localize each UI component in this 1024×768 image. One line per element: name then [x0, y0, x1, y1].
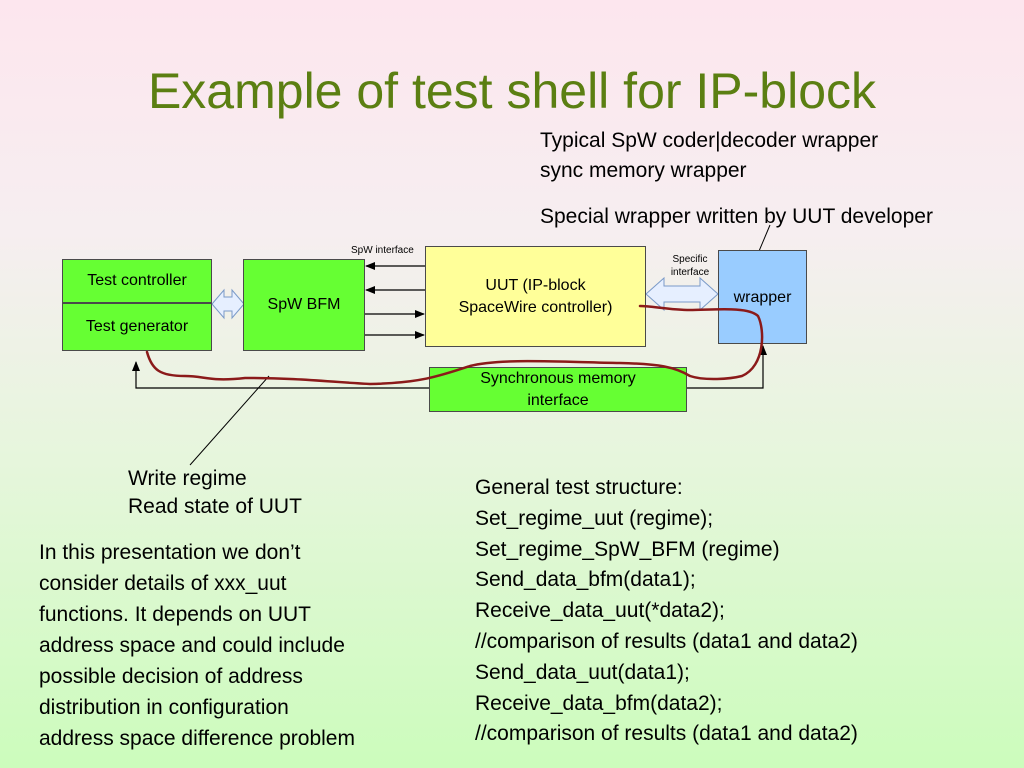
specific-interface-line1: Specific	[672, 254, 708, 265]
spw-bfm-label: SpW BFM	[267, 296, 341, 313]
left-paragraph-line: address space difference problem	[39, 727, 355, 750]
arrow-mem-to-generator	[132, 361, 430, 389]
typical-wrapper-note: Typical SpW coder|decoder wrapper	[540, 129, 879, 152]
left-paragraph-line: address space and could include	[39, 634, 345, 657]
slide-title: Example of test shell for IP-block	[147, 63, 877, 119]
uut-label-line2: SpaceWire controller)	[458, 298, 613, 316]
sync-memory-wrapper-note: sync memory wrapper	[540, 159, 747, 182]
left-paragraph-line: distribution in configuration	[39, 696, 289, 719]
specific-interface-line2: interface	[670, 267, 710, 278]
test-structure-line: //comparison of results (data1 and data2…	[475, 722, 858, 746]
callout-line-write-regime	[189, 375, 270, 466]
spw-bfm-box: SpW BFM	[243, 259, 365, 351]
left-paragraph: In this presentation we don’t consider d…	[39, 537, 355, 754]
left-paragraph-line: functions. It depends on UUT	[39, 603, 311, 626]
test-structure-line: Receive_data_bfm(data2);	[475, 691, 723, 715]
test-structure-line: Send_data_bfm(data1);	[475, 568, 696, 592]
spw-interface-label: SpW interface	[351, 245, 414, 256]
double-arrow-uut-wrapper	[645, 276, 719, 312]
left-paragraph-line: consider details of xxx_uut	[39, 572, 287, 595]
test-structure-line: Set_regime_uut (regime);	[475, 506, 714, 530]
test-structure-block: General test structure: Set_regime_uut (…	[475, 473, 858, 750]
left-paragraph-line: possible decision of address	[39, 665, 303, 688]
test-structure-line: Send_data_uut(data1);	[475, 660, 690, 684]
test-generator-box: Test generator	[62, 303, 212, 351]
read-state-text: Read state of UUT	[128, 495, 302, 518]
test-structure-line: Receive_data_uut(*data2);	[475, 599, 725, 623]
sync-memory-box: Synchronous memory interface	[429, 367, 687, 412]
test-controller-box: Test controller	[62, 259, 212, 303]
uut-label-line1: UUT (IP-block	[485, 276, 586, 294]
write-read-note: Write regime Read state of UUT	[128, 465, 302, 521]
test-structure-line: //comparison of results (data1 and data2…	[475, 629, 858, 653]
wrapper-box: wrapper	[718, 250, 807, 344]
left-paragraph-line: In this presentation we don’t	[39, 541, 301, 564]
special-wrapper-note: Special wrapper written by UUT developer	[540, 205, 933, 228]
test-generator-label: Test generator	[85, 318, 189, 335]
write-regime-text: Write regime	[128, 467, 247, 490]
test-controller-label: Test controller	[87, 272, 187, 289]
test-structure-line: Set_regime_SpW_BFM (regime)	[475, 537, 780, 561]
arrow-mem-to-wrapper	[687, 345, 767, 389]
sync-memory-label-line2: interface	[527, 391, 589, 409]
specific-interface-label: Specific interface	[662, 253, 718, 279]
double-arrow-controller-bfm	[211, 288, 245, 320]
wrapper-label: wrapper	[733, 289, 792, 306]
sync-memory-label-line1: Synchronous memory	[480, 369, 636, 387]
test-structure-heading: General test structure:	[475, 476, 683, 499]
uut-box: UUT (IP-block SpaceWire controller)	[425, 246, 646, 347]
